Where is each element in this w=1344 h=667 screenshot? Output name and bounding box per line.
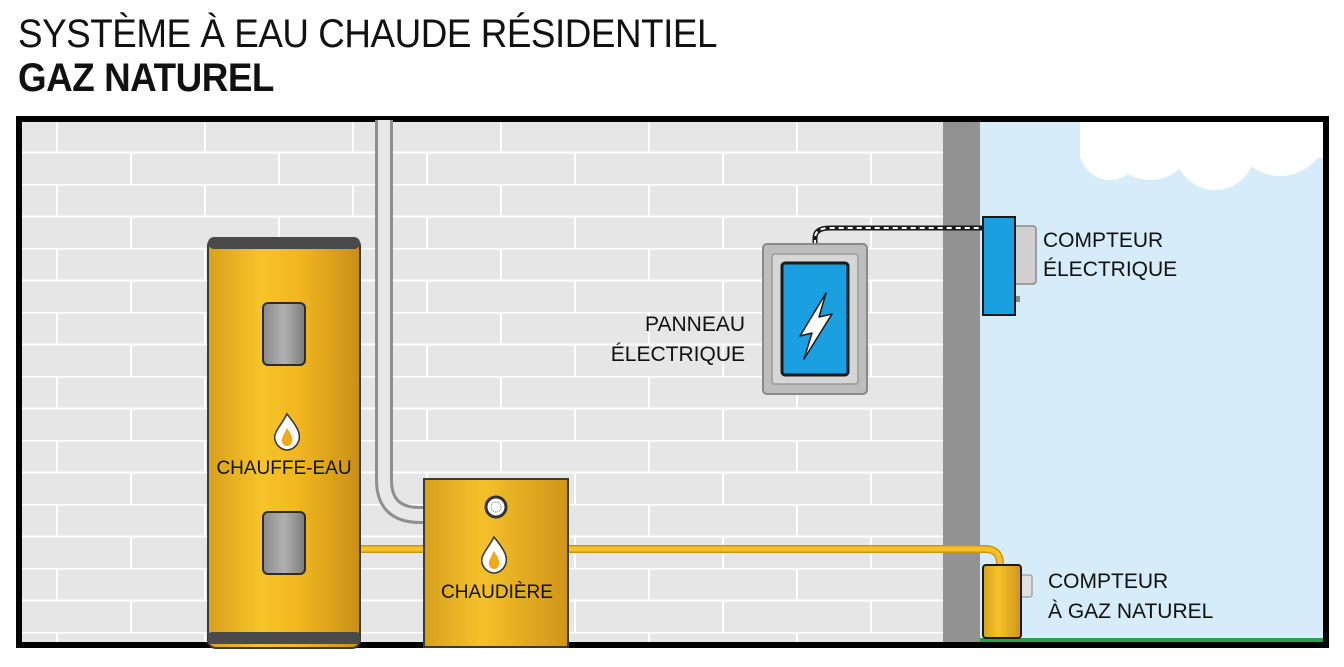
vent-pipe [378,120,430,521]
gas-meter-label-line2: À GAZ NATUREL [1048,600,1213,623]
gas-pipe [358,545,1004,568]
lightning-icon [799,292,833,360]
title-line-2: GAZ NATUREL [18,56,274,100]
exterior-wall [943,120,980,644]
title-line-1: SYSTÈME À EAU CHAUDE RÉSIDENTIEL [18,12,717,56]
gas-meter-label-line1: COMPTEUR [1048,570,1168,593]
grass-strip [980,638,1325,644]
exterior-sky [980,120,1325,644]
gauge-icon [484,495,508,519]
tank-window-bottom [262,511,306,575]
boiler-label: CHAUDIÈRE [441,582,553,603]
cloud-icon [1080,80,1328,190]
flame-icon [480,535,508,574]
tank-window-top [262,302,306,366]
electric-meter-label-line1: COMPTEUR [1043,229,1163,252]
panel-label-line2: ÉLECTRIQUE [611,343,745,366]
diagram-title: SYSTÈME À EAU CHAUDE RÉSIDENTIEL GAZ NAT… [18,12,778,100]
flame-icon [273,412,301,451]
gas-meter [982,564,1033,639]
panel-label-line1: PANNEAU [645,313,745,336]
frame-border [16,116,1329,648]
water-heater-label: CHAUFFE-EAU [216,458,351,479]
electric-meter-label-line2: ÉLECTRIQUE [1043,258,1177,281]
electric-meter [982,216,1037,316]
